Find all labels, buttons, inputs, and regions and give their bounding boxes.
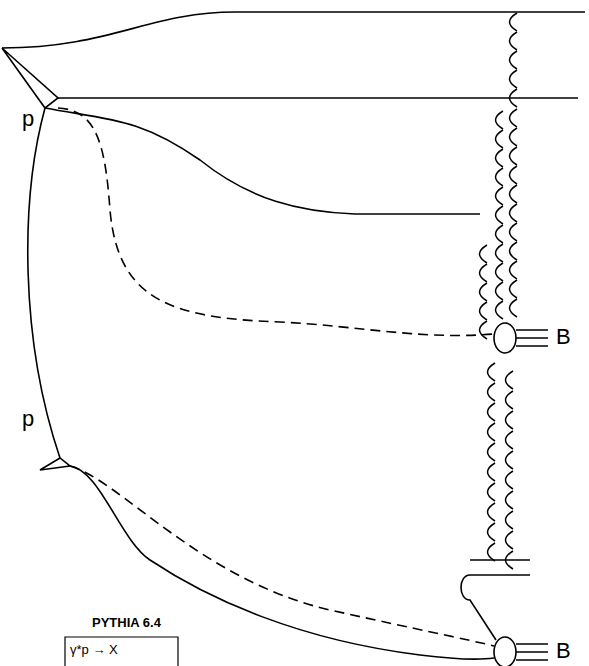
gluon-arc [496, 282, 504, 300]
gluon-arc [510, 70, 518, 88]
gluon-arc [510, 204, 518, 222]
gluon-arc [506, 531, 514, 549]
hadron-label: B [556, 326, 571, 348]
gluon-arc [496, 187, 504, 205]
gluon-arc [488, 523, 496, 541]
gluon-arc [510, 299, 518, 317]
gluon-arc [488, 463, 496, 481]
gluon-arc [510, 223, 518, 241]
gluon-arc [496, 149, 504, 167]
gluon-arc [480, 264, 488, 282]
gluon-arc [510, 166, 518, 184]
gluon-arc [510, 280, 518, 298]
gluon-arc [510, 89, 518, 107]
gluon-arc [496, 111, 504, 129]
gluon-arc [506, 431, 514, 449]
gluon-arc [488, 363, 496, 381]
gluon-arc [510, 242, 518, 260]
gluon-arc [510, 13, 518, 31]
proton-label: p [22, 408, 34, 430]
gluon-arc [496, 206, 504, 224]
gluon-arc [488, 503, 496, 521]
gluon-arc [496, 301, 504, 319]
gluon-arc [506, 491, 514, 509]
gluon-arc [480, 245, 488, 263]
gluon-arc [488, 423, 496, 441]
gluon-arc [506, 391, 514, 409]
proton-label: p [22, 108, 34, 130]
gluon-arc [510, 147, 518, 165]
gluon-arc [496, 263, 504, 281]
gluon-arc [506, 411, 514, 429]
gluon-arc [480, 302, 488, 320]
gluon-arc [488, 443, 496, 461]
gluon-arc [488, 383, 496, 401]
gluon-arc [510, 32, 518, 50]
hadron-label: B [556, 640, 571, 662]
gluon-arc [510, 109, 518, 127]
gluon-arc [488, 403, 496, 421]
gluon-arc [506, 511, 514, 529]
gluon-arc [496, 130, 504, 148]
gluon-arc [496, 225, 504, 243]
gluon-arc [480, 283, 488, 301]
gluon-arc [510, 261, 518, 279]
gluon-arc [480, 321, 488, 339]
gluon-arc [506, 371, 514, 389]
gluon-arc [506, 471, 514, 489]
gluon-arc [488, 483, 496, 501]
gluon-arc [496, 168, 504, 186]
gluon-arc [496, 244, 504, 262]
gluon-arc [510, 51, 518, 69]
gluon-arc [506, 451, 514, 469]
gluon-arc [506, 551, 514, 569]
generator-name: PYTHIA 6.4 [92, 616, 161, 629]
gluon-arc [510, 185, 518, 203]
process-label: γ*p → X [70, 643, 118, 656]
gluon-arc [488, 543, 496, 561]
gluon-arc [510, 128, 518, 146]
